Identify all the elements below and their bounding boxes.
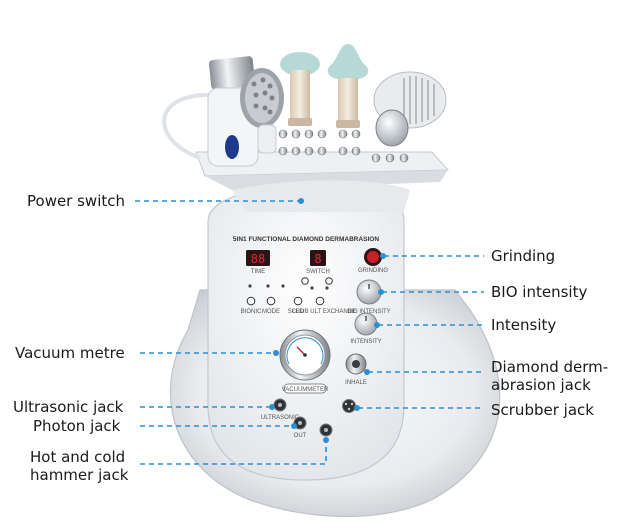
callout-diamond-line2: abrasion jack bbox=[491, 376, 591, 394]
callout-hot-cold-line2: hammer jack bbox=[30, 466, 129, 484]
hot-cold-jack[interactable] bbox=[319, 423, 333, 437]
spray-bottle-left bbox=[280, 52, 320, 126]
down-button[interactable] bbox=[325, 277, 333, 285]
roller-handpiece bbox=[240, 68, 284, 154]
callout-photon-jack: Photon jack bbox=[33, 417, 121, 435]
time-label: TIME bbox=[251, 269, 265, 275]
callout-vacuum-metre: Vacuum metre bbox=[15, 344, 125, 362]
bio-intensity-knob[interactable]: BIO INTENSITY bbox=[347, 279, 391, 315]
vacuum-gauge: VACUUMMETER bbox=[279, 329, 331, 394]
leader-hot-cold bbox=[140, 442, 327, 465]
switch-display: 8 SWITCH bbox=[306, 250, 330, 275]
control-buttons[interactable] bbox=[246, 277, 333, 306]
callout-ultrasonic-jack: Ultrasonic jack bbox=[13, 398, 124, 416]
out-label: OUT bbox=[294, 433, 307, 439]
callout-grinding: Grinding bbox=[491, 247, 556, 265]
callout-diamond-line1: Diamond derm- bbox=[491, 358, 609, 376]
ultrasonic-button bbox=[225, 135, 239, 159]
button-labels: BIONIC MODE LED SCRUB ULT EXCHANGE bbox=[241, 309, 357, 315]
callout-bio-intensity: BIO intensity bbox=[491, 283, 588, 301]
mode-button[interactable] bbox=[266, 296, 276, 306]
bio-intensity-label: BIO INTENSITY bbox=[347, 309, 390, 315]
spray-bottle-right bbox=[327, 44, 369, 128]
leader-lines bbox=[135, 198, 484, 465]
callout-hot-cold-line1: Hot and cold bbox=[30, 448, 126, 466]
up-button[interactable] bbox=[301, 277, 309, 285]
grinding-label: GRINDING bbox=[358, 268, 388, 274]
dot-power bbox=[298, 198, 304, 204]
ultrasonic-label: ULTRASONIC bbox=[261, 415, 300, 421]
exchange-label: SCRUB ULT EXCHANGE bbox=[288, 309, 357, 315]
bionic-button[interactable] bbox=[246, 296, 256, 306]
time-display-digits: 88 bbox=[251, 252, 265, 266]
switch-display-digit: 8 bbox=[314, 252, 321, 266]
handpiece-cable bbox=[162, 92, 216, 160]
led-label: LED bbox=[292, 309, 304, 315]
callout-power-switch: Power switch bbox=[27, 192, 126, 210]
dermabrasion-jack[interactable]: INHALE bbox=[345, 353, 367, 386]
grinding-button[interactable]: GRINDING bbox=[358, 248, 388, 274]
bionic-label: BIONIC bbox=[241, 309, 262, 315]
handpiece-rack bbox=[195, 151, 450, 212]
intensity-label: INTENSITY bbox=[350, 339, 381, 345]
switch-label: SWITCH bbox=[306, 269, 330, 275]
scrubber-jack[interactable] bbox=[342, 399, 356, 413]
mode-label: MODE bbox=[262, 309, 280, 315]
inhale-label: INHALE bbox=[345, 380, 367, 386]
time-display: 88 TIME bbox=[246, 250, 270, 275]
diamond-tips bbox=[278, 129, 409, 163]
callout-scrubber-jack: Scrubber jack bbox=[491, 401, 594, 419]
hot-cold-hammer bbox=[373, 71, 447, 147]
indicator-dots bbox=[248, 284, 329, 290]
exchange-button[interactable] bbox=[315, 296, 325, 306]
led-button[interactable] bbox=[293, 296, 303, 306]
vacuum-label: VACUUMMETER bbox=[282, 387, 329, 393]
panel-title: 5IN1 FUNCTIONAL DIAMOND DERMABRASION bbox=[233, 236, 379, 243]
gauge-needle bbox=[296, 346, 306, 356]
callout-intensity: Intensity bbox=[491, 316, 557, 334]
